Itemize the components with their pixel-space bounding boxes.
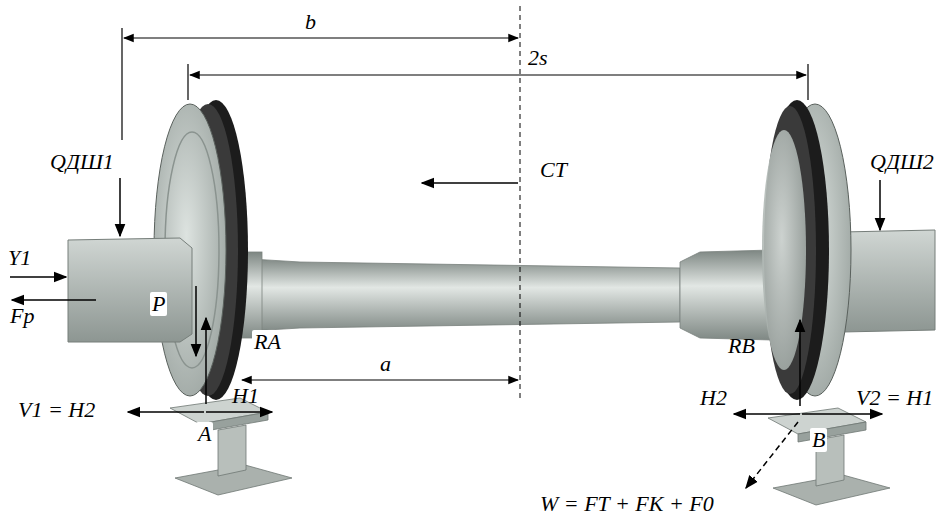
force-label: b bbox=[305, 10, 316, 34]
force-label: 2s bbox=[528, 46, 548, 70]
force-label: QДШ1 bbox=[50, 150, 114, 174]
force-label: B bbox=[810, 428, 827, 452]
dimension-line bbox=[122, 28, 518, 140]
right-wheel bbox=[762, 100, 851, 400]
dimension-line bbox=[242, 379, 518, 380]
force-label: W = FT + FK + F0 bbox=[540, 492, 714, 516]
axle-hub bbox=[680, 250, 772, 340]
force-label: a bbox=[380, 352, 391, 376]
force-label: RA bbox=[252, 330, 283, 354]
force-label: CT bbox=[540, 158, 567, 182]
axle-box bbox=[842, 230, 935, 332]
force-label: QДШ2 bbox=[870, 150, 934, 174]
force-label: A bbox=[196, 422, 213, 446]
force-label: Fp bbox=[10, 304, 34, 328]
right-rail bbox=[768, 408, 890, 505]
force-label: H1 bbox=[232, 384, 259, 408]
force-label: H2 bbox=[700, 386, 727, 410]
axle bbox=[235, 258, 680, 332]
dimension-line bbox=[188, 64, 808, 100]
force-label: V1 = H2 bbox=[18, 398, 95, 422]
force-label: Y1 bbox=[8, 246, 31, 270]
force-arrow bbox=[10, 178, 882, 488]
axle-box bbox=[68, 238, 192, 342]
force-label: V2 = H1 bbox=[856, 386, 933, 410]
center-line bbox=[520, 6, 521, 400]
force-label: RB bbox=[728, 334, 755, 358]
force-label: P bbox=[150, 292, 167, 316]
